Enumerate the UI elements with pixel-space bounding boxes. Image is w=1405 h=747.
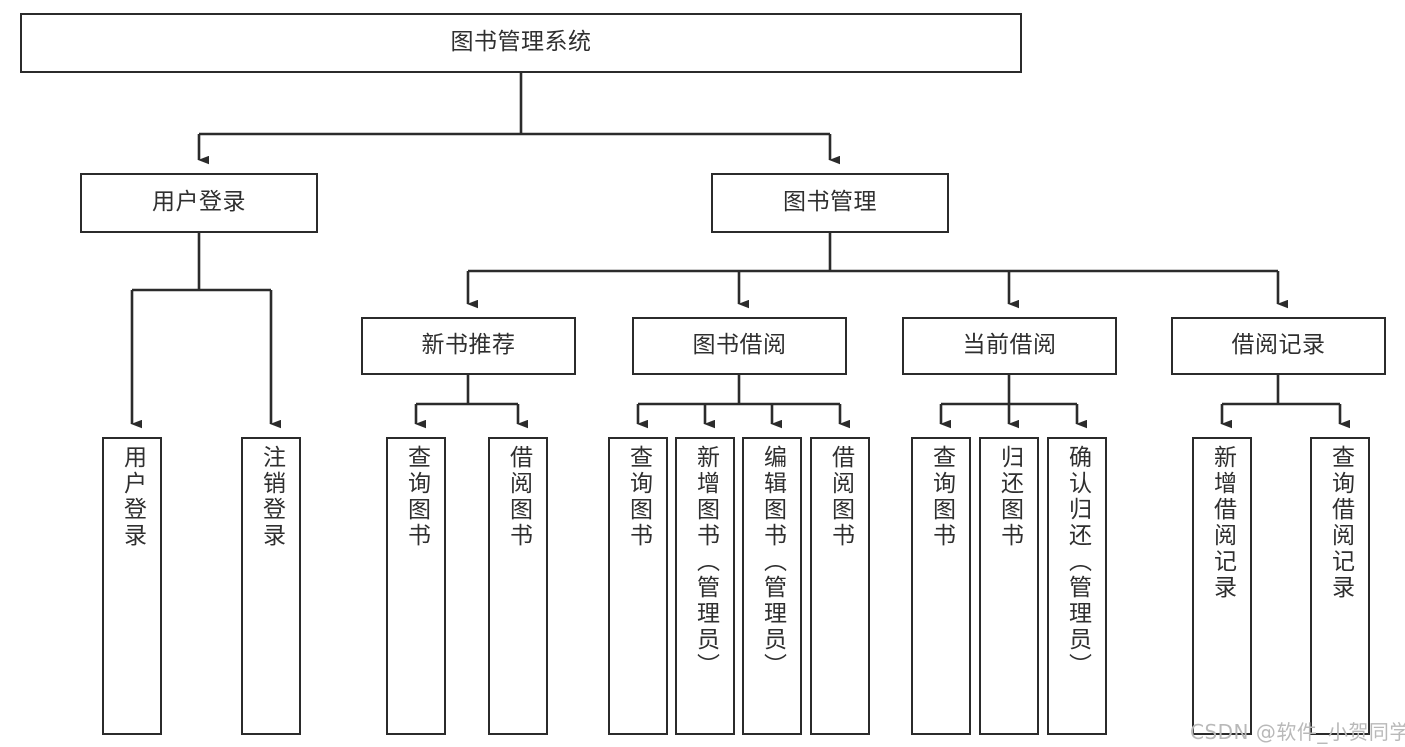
- node-book-borrow[interactable]: 图书借阅: [632, 317, 847, 375]
- node-user-login-label: 用户登录: [152, 189, 246, 216]
- node-book-manage[interactable]: 图书管理: [711, 173, 949, 233]
- node-leaf-borrow-book-1[interactable]: 借阅图书: [488, 437, 548, 735]
- node-borrow-record-label: 借阅记录: [1231, 332, 1326, 359]
- node-leaf-query-book-3[interactable]: 查询图书: [911, 437, 971, 735]
- node-leaf-borrow-book-1-label: 借阅图书: [505, 445, 532, 549]
- node-leaf-borrow-book-2[interactable]: 借阅图书: [810, 437, 870, 735]
- node-leaf-return-book-label: 归还图书: [996, 445, 1023, 549]
- node-leaf-add-record[interactable]: 新增借阅记录: [1192, 437, 1252, 735]
- node-leaf-confirm-return[interactable]: 确认归还（管理员）: [1047, 437, 1107, 735]
- node-leaf-user-login[interactable]: 用户登录: [102, 437, 162, 735]
- node-leaf-query-record-label: 查询借阅记录: [1327, 445, 1354, 601]
- node-current-borrow-label: 当前借阅: [962, 332, 1057, 359]
- node-root[interactable]: 图书管理系统: [20, 13, 1022, 73]
- node-leaf-logout-label: 注销登录: [258, 445, 285, 549]
- node-leaf-add-book[interactable]: 新增图书（管理员）: [675, 437, 735, 735]
- node-leaf-edit-book-label: 编辑图书（管理员）: [759, 445, 786, 679]
- node-leaf-return-book[interactable]: 归还图书: [979, 437, 1039, 735]
- node-leaf-confirm-return-label: 确认归还（管理员）: [1064, 445, 1091, 679]
- node-leaf-borrow-book-2-label: 借阅图书: [827, 445, 854, 549]
- node-leaf-query-book-3-label: 查询图书: [928, 445, 955, 549]
- node-leaf-query-book-1[interactable]: 查询图书: [386, 437, 446, 735]
- node-book-manage-label: 图书管理: [783, 189, 877, 216]
- node-leaf-edit-book[interactable]: 编辑图书（管理员）: [742, 437, 802, 735]
- csdn-watermark: CSDN @软件_小贺同学: [1190, 720, 1405, 744]
- node-book-borrow-label: 图书借阅: [692, 332, 787, 359]
- node-leaf-query-book-2[interactable]: 查询图书: [608, 437, 668, 735]
- node-leaf-query-book-2-label: 查询图书: [625, 445, 652, 549]
- node-user-login[interactable]: 用户登录: [80, 173, 318, 233]
- node-leaf-user-login-label: 用户登录: [119, 445, 146, 549]
- node-leaf-query-record[interactable]: 查询借阅记录: [1310, 437, 1370, 735]
- node-leaf-add-record-label: 新增借阅记录: [1209, 445, 1236, 601]
- node-leaf-query-book-1-label: 查询图书: [403, 445, 430, 549]
- node-leaf-logout[interactable]: 注销登录: [241, 437, 301, 735]
- node-new-book-rec-label: 新书推荐: [421, 332, 516, 359]
- node-current-borrow[interactable]: 当前借阅: [902, 317, 1117, 375]
- node-borrow-record[interactable]: 借阅记录: [1171, 317, 1386, 375]
- node-new-book-rec[interactable]: 新书推荐: [361, 317, 576, 375]
- node-root-label: 图书管理系统: [450, 29, 592, 56]
- node-leaf-add-book-label: 新增图书（管理员）: [692, 445, 719, 679]
